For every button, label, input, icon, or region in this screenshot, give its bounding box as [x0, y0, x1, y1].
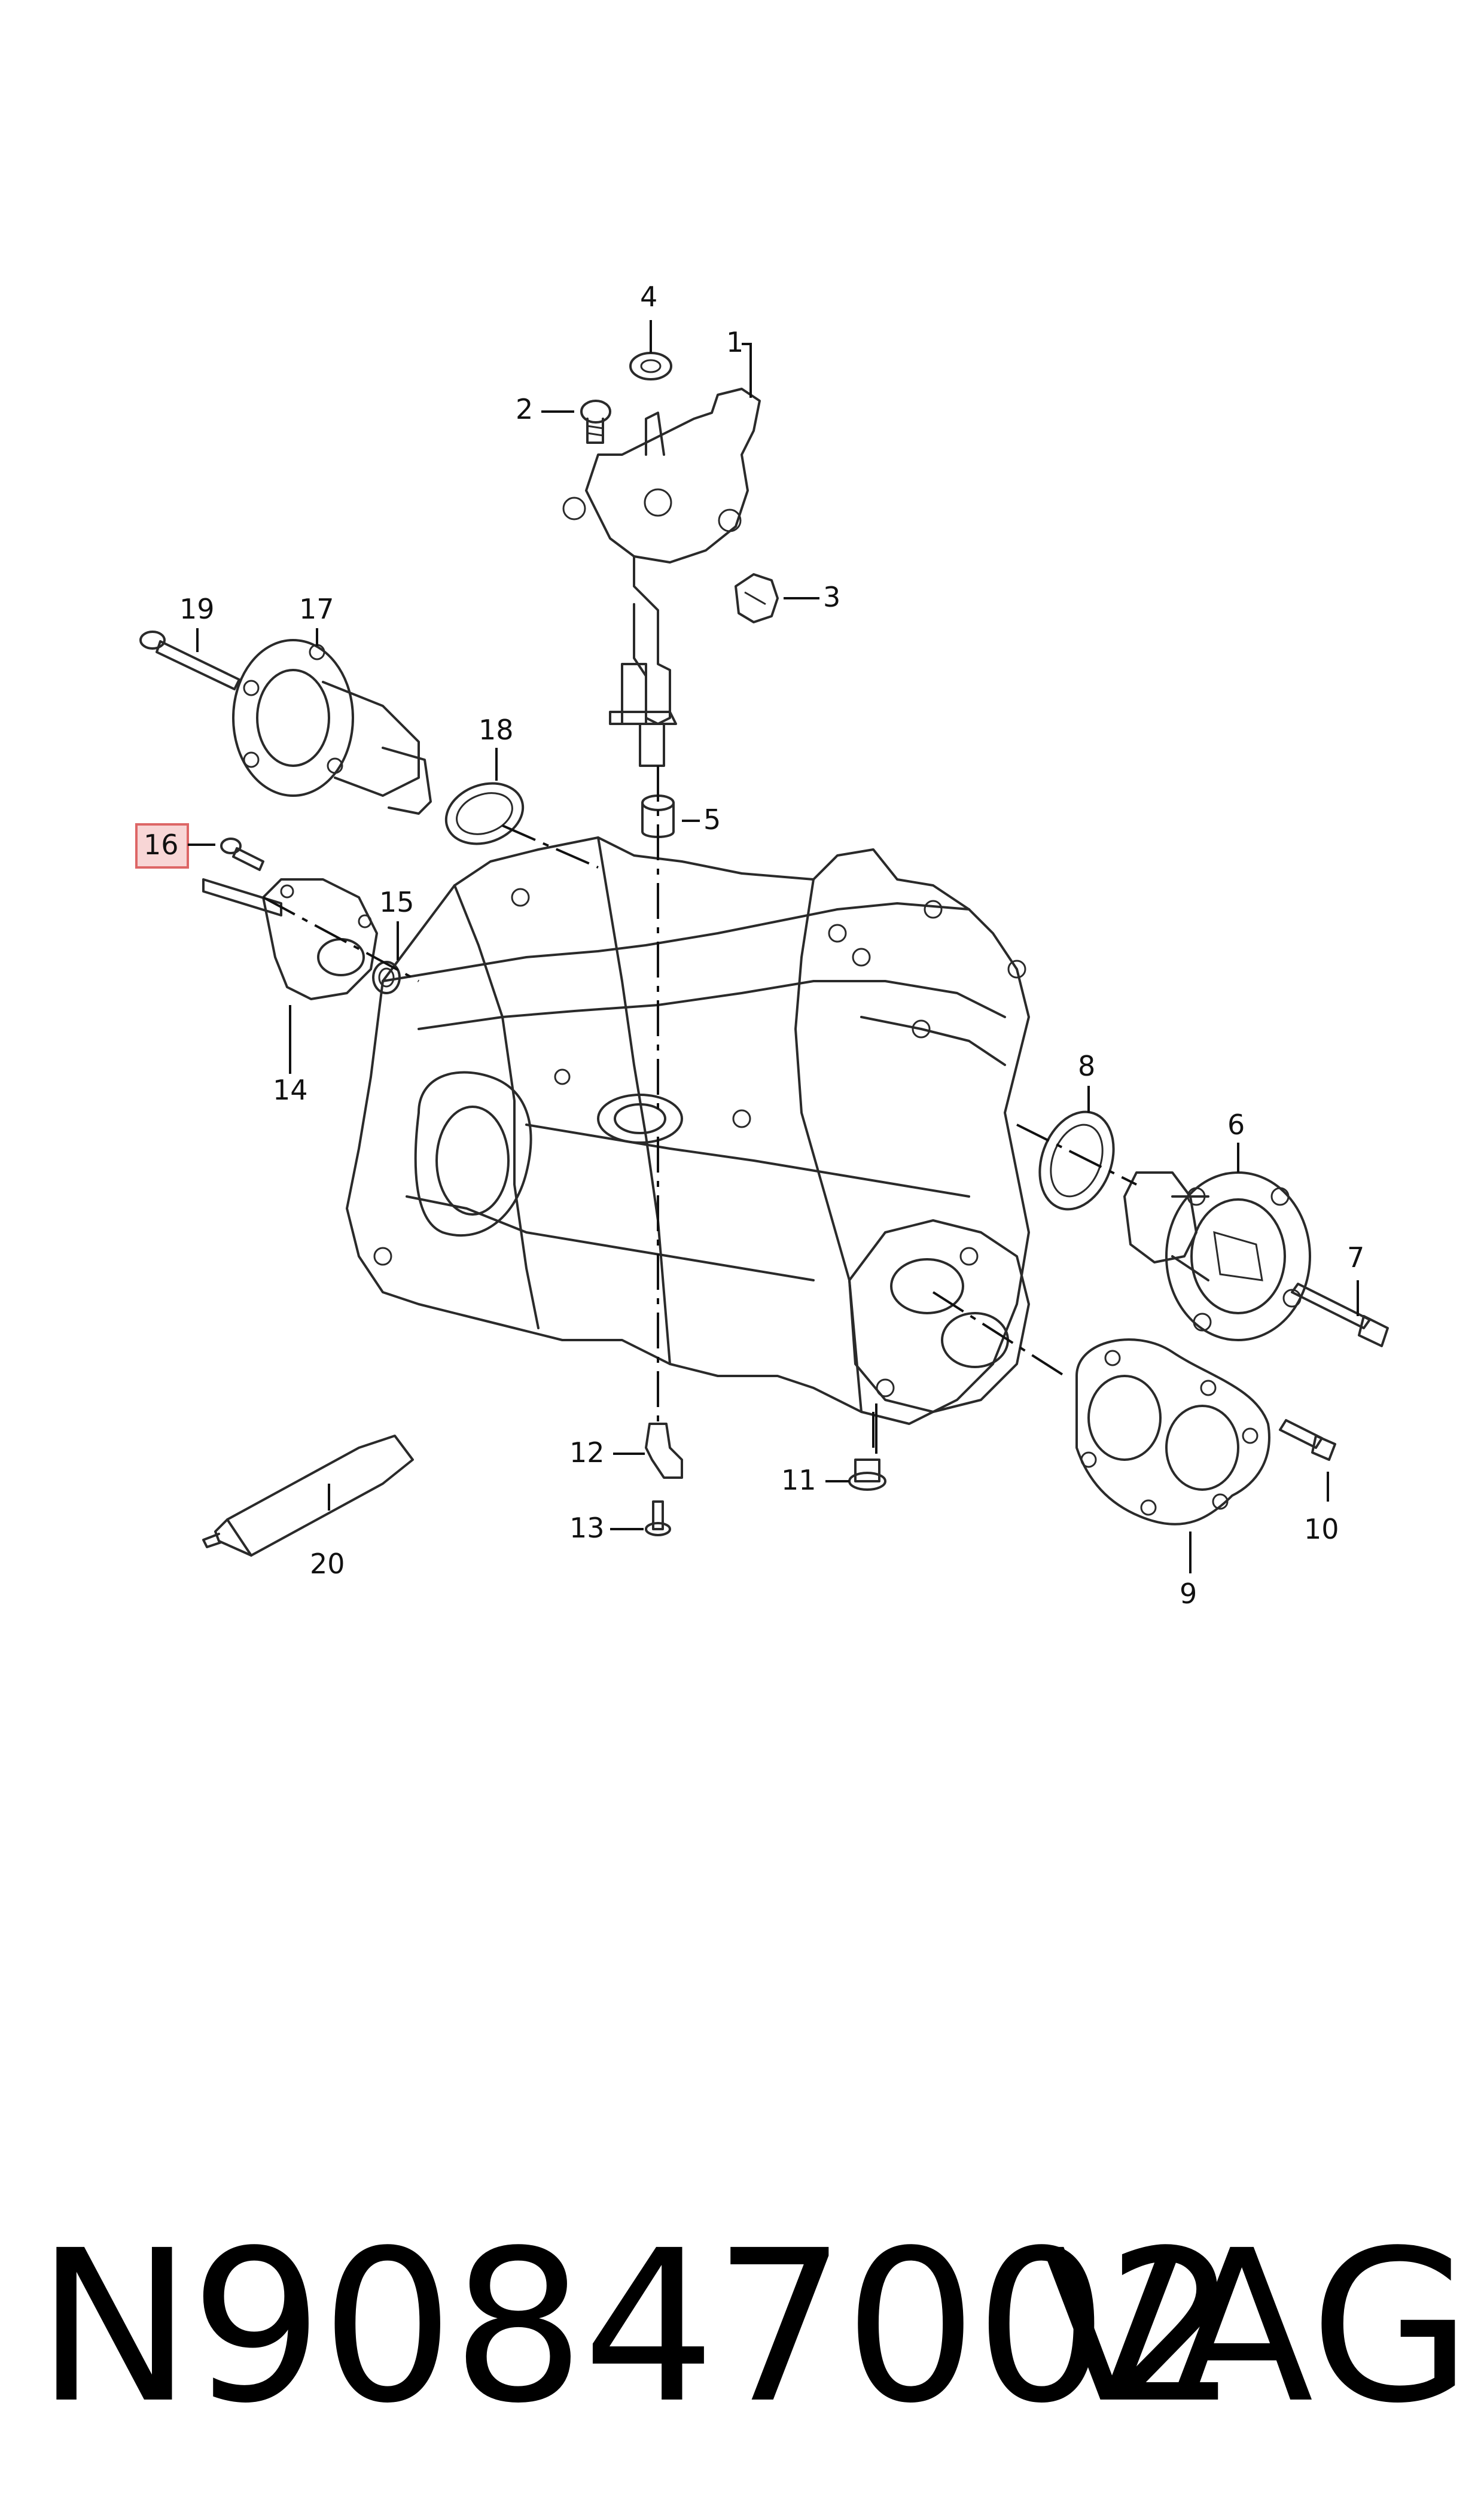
part-1-selector-mechanism: [562, 388, 761, 767]
footer: N90847002 VAG: [0, 2213, 1484, 2441]
callout-11: 11: [781, 1464, 816, 1496]
callout-13: 13: [569, 1512, 605, 1544]
callouts: 1 2 3 4 5 6 7 8 9 10 11 12 13 14 15 16 1…: [135, 281, 1364, 1610]
callout-12: 12: [569, 1436, 605, 1469]
part-17-flange-input: [232, 639, 432, 815]
part-19-bolt: [139, 631, 240, 690]
part-4-washer: [629, 352, 672, 380]
callout-1: 1: [726, 326, 743, 358]
callout-8: 8: [1078, 1050, 1095, 1082]
callout-20: 20: [310, 1548, 345, 1580]
part-8-seal: [1038, 1110, 1115, 1211]
part-12-sensor: [645, 1423, 683, 1479]
brand-name: VAG: [1040, 2205, 1472, 2449]
callout-4: 4: [640, 281, 657, 313]
callout-18: 18: [479, 714, 514, 746]
part-7-bolt: [1291, 1283, 1389, 1347]
part-11-plug: [848, 1459, 886, 1491]
part-10-bolt: [1279, 1419, 1336, 1461]
gearbox-housing: [346, 836, 1030, 1425]
part-2-bolt: [580, 400, 611, 444]
callout-14: 14: [273, 1074, 308, 1106]
callout-5: 5: [703, 803, 721, 836]
part-18-seal: [444, 782, 525, 845]
callout-10: 10: [1304, 1513, 1339, 1545]
callout-19: 19: [179, 593, 215, 625]
callout-7: 7: [1347, 1241, 1364, 1274]
part-6-drive-flange-right: [1123, 1171, 1311, 1341]
callout-6: 6: [1227, 1109, 1245, 1141]
part-14-drive-flange-left: [202, 878, 378, 1000]
callout-2: 2: [516, 393, 533, 425]
callout-15: 15: [379, 886, 415, 918]
part-16-bolt: [220, 838, 264, 871]
callout-3: 3: [823, 581, 840, 613]
part-15-seal: [372, 961, 401, 994]
part-number: N90847002: [36, 2205, 1239, 2449]
centre-lines: [263, 766, 1137, 1454]
callout-16: 16: [144, 829, 179, 861]
part-20-sealant-tube: [202, 1435, 414, 1557]
part-9-cover-gasket: [1075, 1338, 1270, 1526]
part-13-screw: [645, 1500, 671, 1536]
callout-9: 9: [1180, 1578, 1197, 1610]
callout-17: 17: [299, 593, 334, 625]
part-3-switch: [735, 573, 779, 623]
leader-lines: [196, 320, 1359, 1573]
